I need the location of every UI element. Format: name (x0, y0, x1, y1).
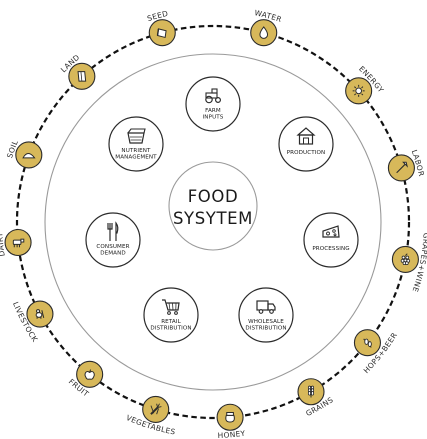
outer-node-energy (345, 77, 373, 105)
livestock-icon (35, 309, 45, 319)
outer-node-labor (387, 154, 415, 182)
inner-node-circle (85, 212, 141, 268)
inner-node-label: MANAGEMENT (115, 155, 157, 161)
center-title-line1: FOOD (188, 187, 239, 206)
inner-ring (44, 53, 382, 391)
vegetables-icon (150, 403, 162, 415)
water-drop-icon (259, 26, 269, 39)
outer-node-land (68, 62, 96, 90)
inner-node-circle (303, 212, 359, 268)
inner-node-label: CONSUMER (96, 244, 129, 250)
inner-node-label: FARM (205, 108, 221, 114)
honey-pot-icon (225, 412, 235, 423)
delivery-truck-icon (256, 300, 276, 314)
inner-node-circle (238, 287, 294, 343)
inner-node-circle (108, 116, 164, 172)
inner-node-label: RETAIL (161, 319, 181, 325)
cow-icon (12, 238, 25, 248)
outer-node-grains (297, 378, 325, 406)
inner-node-label: DEMAND (100, 251, 126, 257)
inner-node-label: WHOLESALE (248, 319, 284, 325)
outer-dashed-ring (15, 24, 411, 420)
outer-node-honey (216, 403, 244, 431)
soil-pile-icon (22, 153, 36, 159)
outer-node-vegetables (142, 395, 170, 423)
inner-node-label: PROCESSING (312, 246, 349, 252)
center-title-line2: SYSYTEM (173, 209, 253, 228)
inner-nodes: FARMINPUTSPRODUCTIONPROCESSINGWHOLESALED… (85, 76, 359, 343)
inner-node-label: INPUTS (203, 115, 224, 121)
cheese-icon (322, 225, 340, 238)
outer-node-dairy (4, 228, 32, 257)
outer-nodes (4, 19, 419, 431)
outer-node-livestock (26, 300, 54, 328)
tractor-icon (205, 88, 222, 104)
outer-node-label-honey: HONEY (218, 429, 247, 439)
barn-icon (296, 127, 316, 145)
outer-node-soil (15, 141, 43, 169)
seed-packet-icon (156, 28, 167, 39)
outer-node-fruit (76, 360, 104, 388)
compost-bin-icon (127, 128, 146, 144)
center-node: FOOD SYSYTEM (168, 161, 258, 251)
inner-node-processing: PROCESSING (303, 212, 359, 268)
inner-node-label: NUTRIENT (121, 148, 151, 154)
outer-node-grapes-wine (391, 245, 419, 273)
inner-node-label: DISTRIBUTION (150, 326, 191, 332)
outer-node-hops-beer (353, 329, 382, 357)
wheat-icon (307, 385, 315, 398)
fork-knife-icon (107, 221, 119, 241)
grapes-icon (400, 253, 411, 266)
inner-node-circle (185, 76, 241, 132)
inner-node-production: PRODUCTION (278, 116, 334, 172)
outer-node-label-dairy: DAIRY (0, 232, 7, 257)
apple-icon (84, 369, 95, 380)
outer-node-seed (148, 19, 176, 47)
inner-node-circle (143, 287, 199, 343)
land-plot-icon (77, 71, 87, 82)
outer-node-water (250, 19, 278, 47)
shopping-cart-icon (162, 299, 180, 315)
sun-icon (352, 84, 365, 97)
shovel-icon (396, 161, 409, 174)
inner-node-label: PRODUCTION (287, 150, 326, 156)
hops-icon (363, 338, 372, 348)
inner-node-label: DISTRIBUTION (245, 326, 286, 332)
